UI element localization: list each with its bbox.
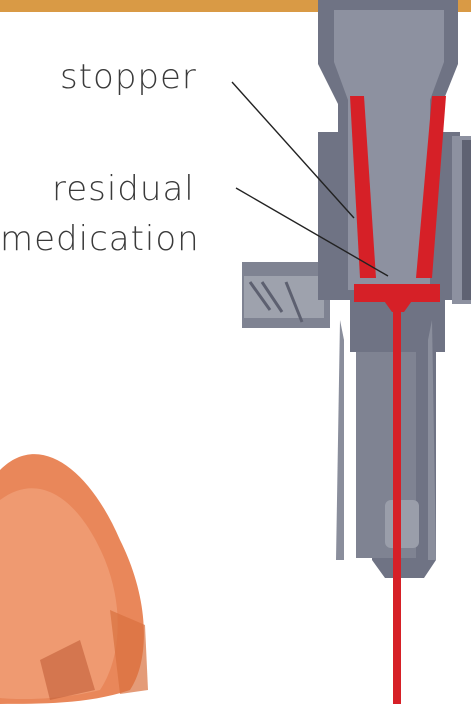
stopper-label: stopper bbox=[60, 60, 197, 94]
residual-medication-label-line2: medication bbox=[0, 222, 200, 256]
residual-medication-label-line1: residual bbox=[52, 172, 195, 206]
side-cap bbox=[242, 262, 330, 328]
orange-stopper-photo bbox=[0, 454, 148, 704]
